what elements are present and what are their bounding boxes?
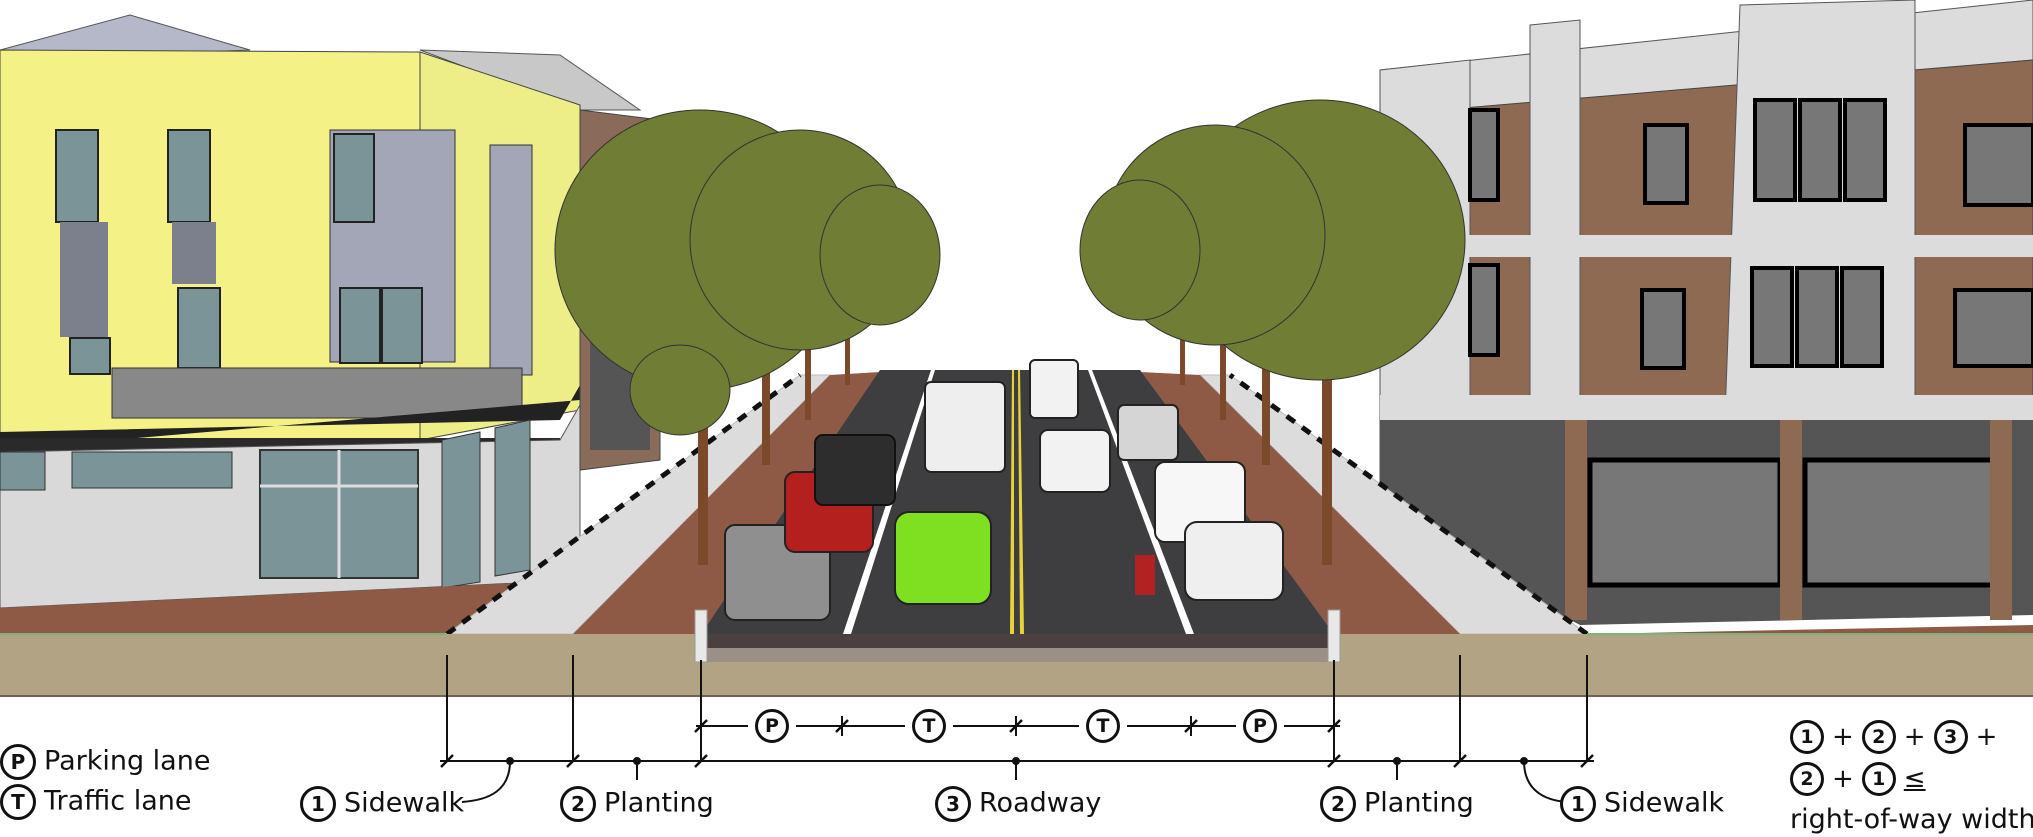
left-building	[0, 14, 661, 609]
lane-marker-parking-left: P	[755, 709, 789, 743]
right-planting-strip	[1140, 372, 1460, 634]
traffic-lane-symbol: T	[0, 784, 36, 820]
lane-marker-traffic-left: T	[912, 709, 946, 743]
dimension-lines	[440, 655, 1594, 803]
lane-marker-traffic-right: T	[1086, 709, 1120, 743]
formula-caption: right-of-way width	[1790, 804, 2033, 835]
formula-row-2: 2+1≤	[1790, 762, 1934, 796]
right-frontage-zone	[1587, 625, 2033, 634]
parking-lane-symbol: P	[0, 744, 36, 780]
street-trees	[554, 99, 1466, 565]
right-building	[1379, 0, 2033, 625]
formula-row-1: 1+2+3+	[1790, 720, 2005, 754]
left-planting-strip	[573, 372, 880, 634]
vehicles	[724, 359, 1284, 621]
lane-marker-parking-right: P	[1243, 709, 1277, 743]
